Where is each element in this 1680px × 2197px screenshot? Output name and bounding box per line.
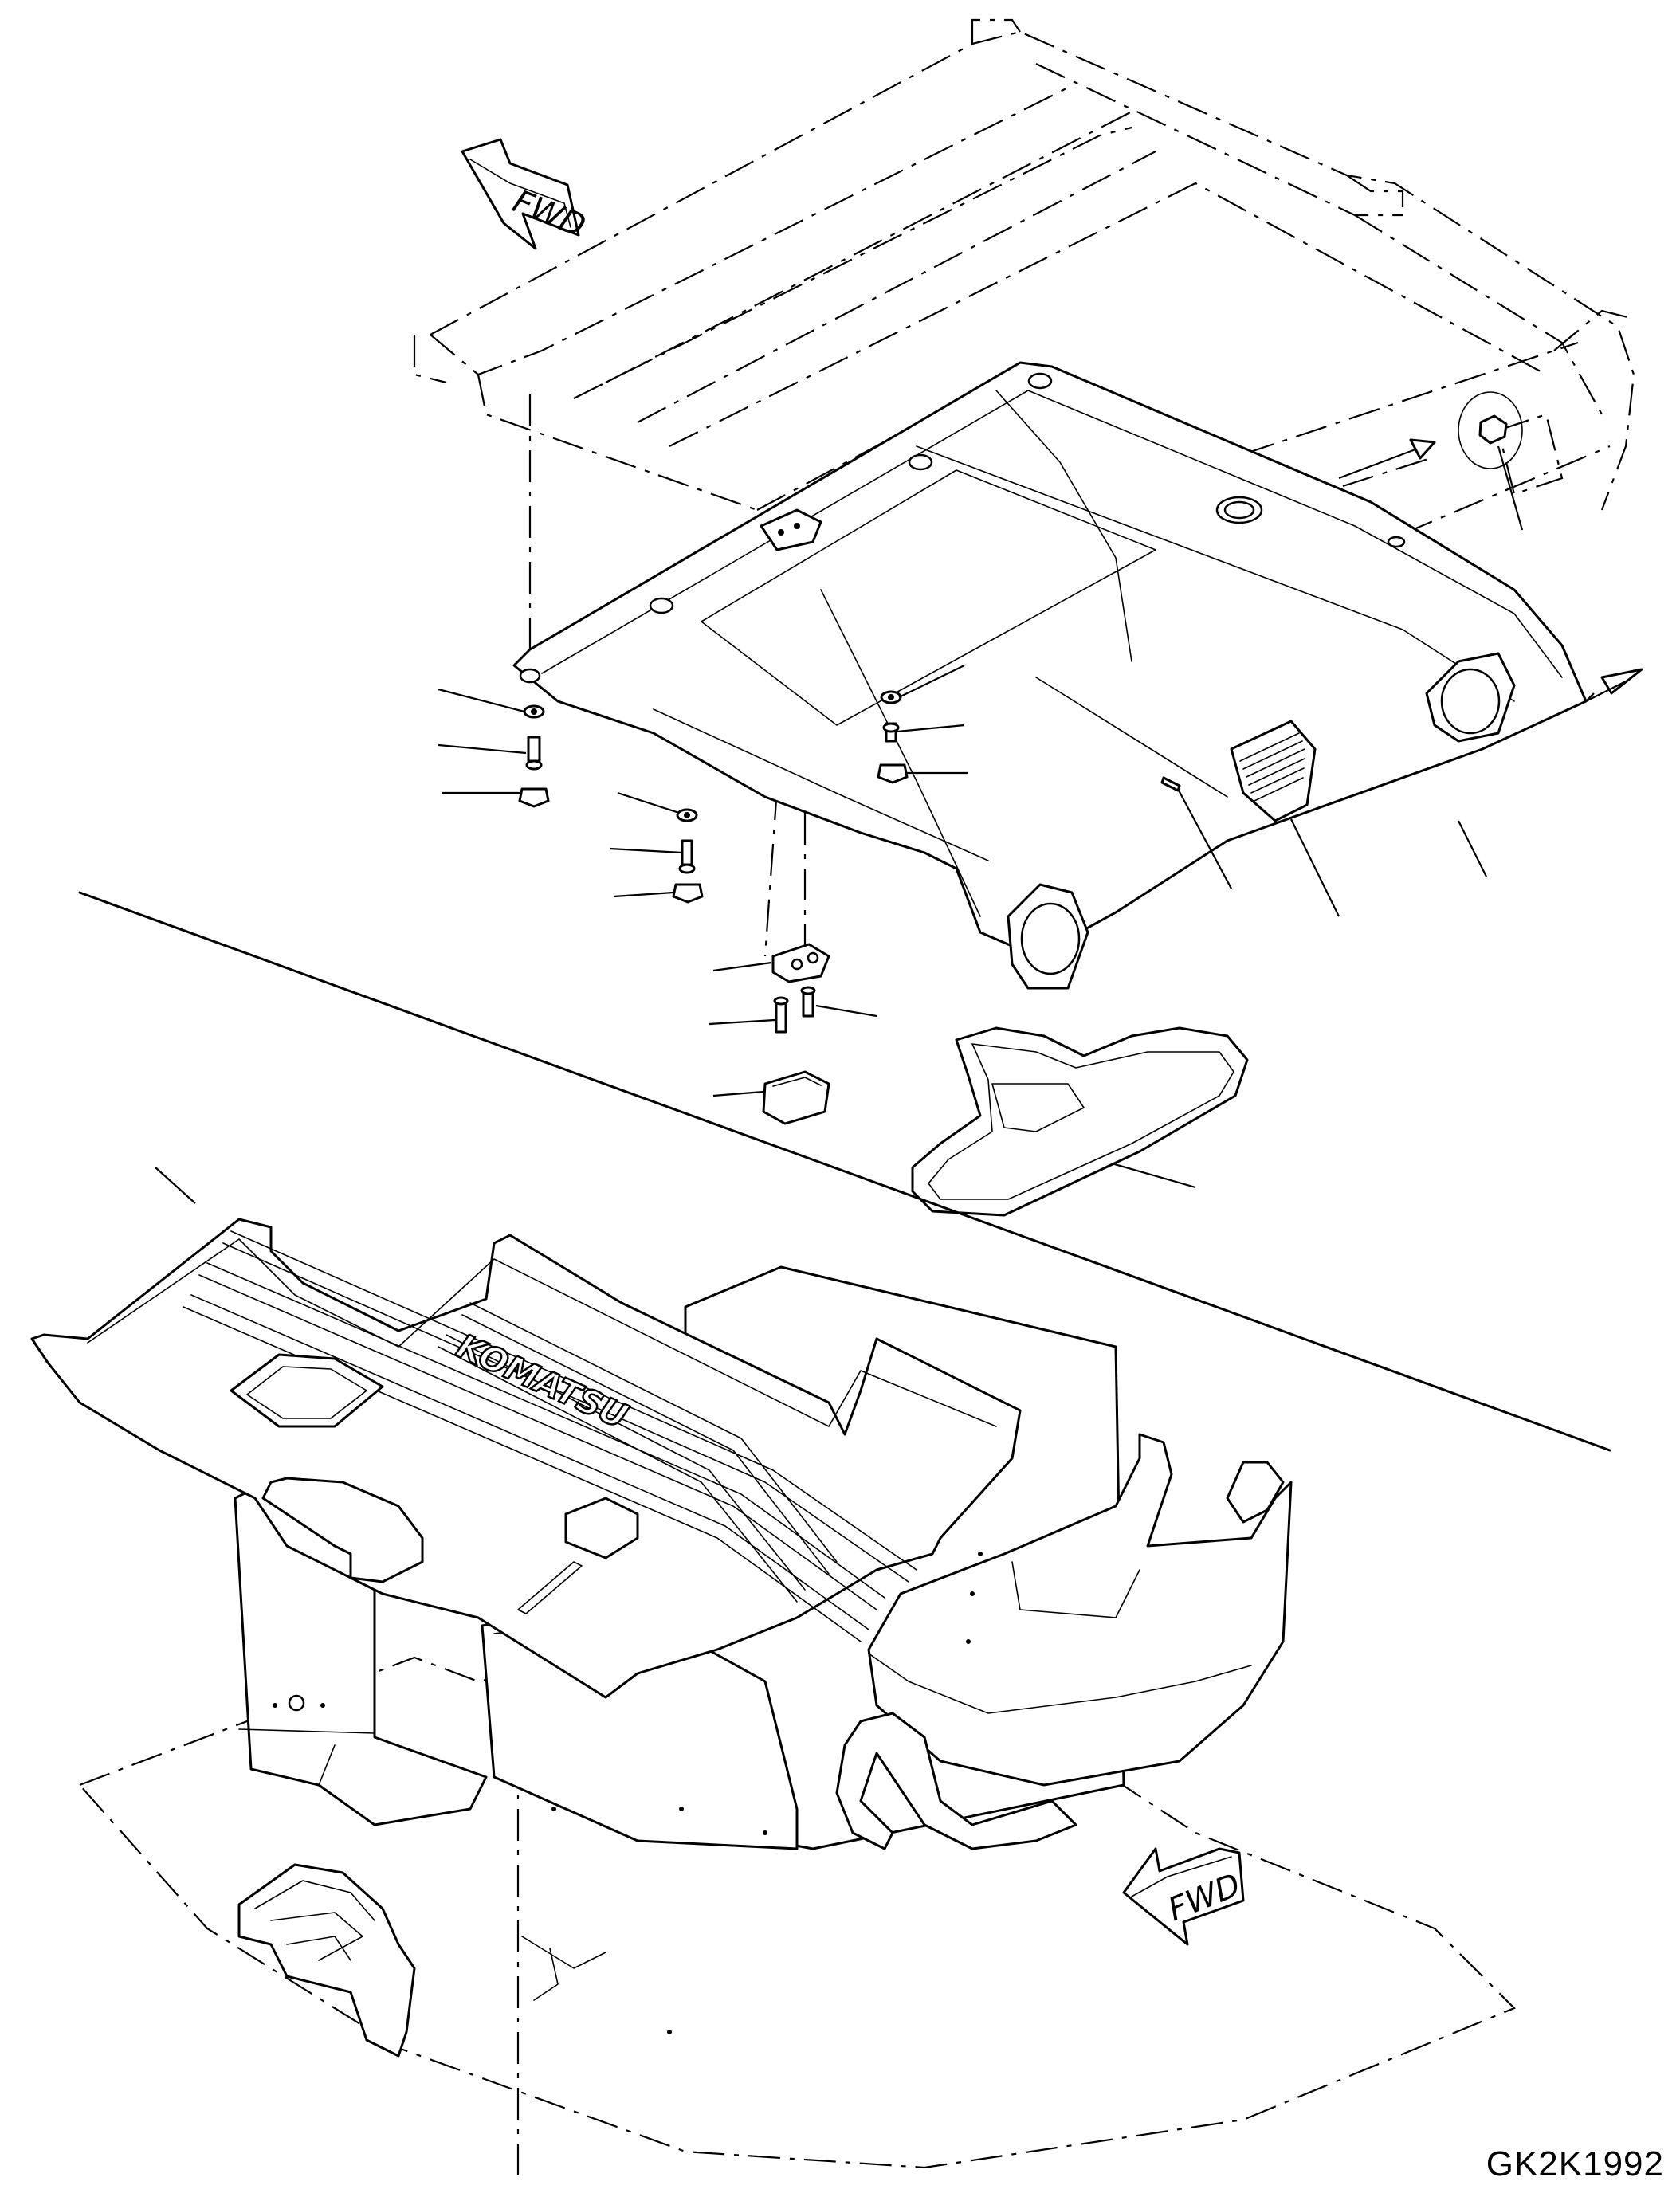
drawing-code: GK2K1992: [1486, 2144, 1664, 2183]
fwd-arrow-top: FWD: [461, 138, 595, 250]
fwd-arrow-bottom: FWD: [1122, 1847, 1245, 1946]
separator-line: [78, 891, 1611, 1452]
rear-trim-panel: KOMATSU: [30, 1218, 1022, 1699]
leader-lines: [155, 445, 1524, 1204]
right-top-hardware: [1338, 391, 1643, 702]
roof-headliner: [512, 361, 1588, 990]
fastener-stack-left: [518, 690, 909, 1125]
roof-frame-phantom: [413, 18, 1635, 536]
sun-visor-tray: [911, 1026, 1249, 1217]
